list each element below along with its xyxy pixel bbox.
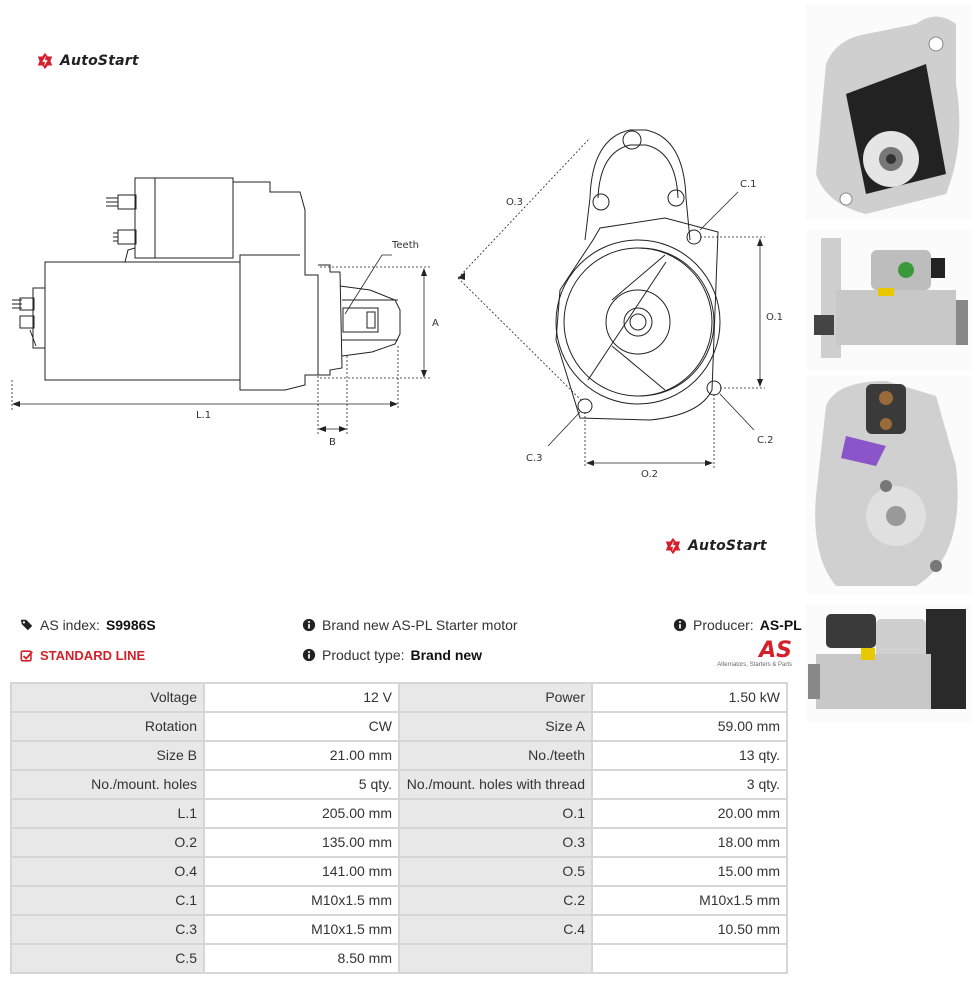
info-icon	[302, 648, 316, 662]
spec-label: L.1	[10, 798, 205, 829]
spec-label: Size B	[10, 740, 205, 771]
spec-value: 1.50 kW	[591, 682, 788, 713]
product-photo-3[interactable]	[806, 376, 972, 594]
spec-value: 15.00 mm	[591, 856, 788, 887]
spec-value: 21.00 mm	[203, 740, 400, 771]
product-description: Brand new AS-PL Starter motor	[302, 617, 518, 633]
spec-value: M10x1.5 mm	[203, 914, 400, 945]
spec-label: O.3	[398, 827, 593, 858]
spec-label: O.4	[10, 856, 205, 887]
product-photo-1[interactable]	[806, 4, 972, 220]
spec-label: Power	[398, 682, 593, 713]
producer-label: Producer:	[693, 617, 754, 633]
spec-label: C.2	[398, 885, 593, 916]
label-c1: C.1	[740, 179, 757, 190]
label-a: A	[432, 318, 439, 329]
spec-label: No./teeth	[398, 740, 593, 771]
producer: Producer: AS-PL	[673, 617, 802, 633]
product-type-label: Product type:	[322, 647, 405, 663]
brand-logo-bottom: AutoStart	[664, 537, 767, 555]
spec-label: Voltage	[10, 682, 205, 713]
spec-value: 8.50 mm	[203, 943, 400, 974]
spec-label: C.1	[10, 885, 205, 916]
label-l1: L.1	[196, 410, 211, 421]
spec-value: CW	[203, 711, 400, 742]
label-c3: C.3	[526, 453, 543, 464]
brand-logo-icon	[37, 52, 53, 70]
producer-logo-tagline: Alternators, Starters & Parts	[717, 662, 792, 668]
spec-value: 141.00 mm	[203, 856, 400, 887]
product-type: Product type: Brand new	[302, 647, 482, 663]
standard-line-text: STANDARD LINE	[40, 648, 146, 663]
standard-line-badge: STANDARD LINE	[20, 648, 145, 663]
spec-value: 3 qty.	[591, 769, 788, 800]
label-teeth: Teeth	[391, 240, 419, 251]
label-o3: O.3	[506, 197, 523, 208]
spec-label: O.1	[398, 798, 593, 829]
spec-value: 20.00 mm	[591, 798, 788, 829]
product-type-value: Brand new	[410, 647, 483, 663]
producer-value: AS-PL	[759, 617, 802, 633]
spec-value: 12 V	[203, 682, 400, 713]
as-index-value: S9986S	[105, 617, 156, 633]
spec-label: Rotation	[10, 711, 205, 742]
spec-label: Size A	[398, 711, 593, 742]
technical-drawing: Teeth A L.1 B	[11, 129, 783, 480]
spec-label: C.3	[10, 914, 205, 945]
spec-label	[398, 943, 593, 974]
spec-label: O.2	[10, 827, 205, 858]
spec-value: 5 qty.	[203, 769, 400, 800]
spec-label: C.4	[398, 914, 593, 945]
spec-label: C.5	[10, 943, 205, 974]
label-c2: C.2	[757, 435, 774, 446]
product-photo-4[interactable]	[806, 604, 972, 722]
product-photo-2[interactable]	[806, 230, 972, 370]
label-b: B	[329, 437, 336, 448]
spec-value: 13 qty.	[591, 740, 788, 771]
spec-value	[591, 943, 788, 974]
producer-logo-mark: AS	[759, 638, 792, 663]
as-index: AS index: S9986S	[20, 617, 156, 633]
spec-label: O.5	[398, 856, 593, 887]
spec-value: M10x1.5 mm	[203, 885, 400, 916]
info-icon	[673, 618, 687, 632]
brand-logo-top: AutoStart	[36, 52, 139, 70]
producer-logo: AS Alternators, Starters & Parts	[704, 640, 792, 672]
spec-value: 205.00 mm	[203, 798, 400, 829]
spec-value: 59.00 mm	[591, 711, 788, 742]
spec-label: No./mount. holes with thread	[398, 769, 593, 800]
spec-value: 18.00 mm	[591, 827, 788, 858]
checkbox-checked-icon	[20, 649, 33, 662]
brand-logo-icon	[665, 537, 681, 555]
spec-value: 135.00 mm	[203, 827, 400, 858]
spec-value: 10.50 mm	[591, 914, 788, 945]
info-icon	[302, 618, 316, 632]
brand-logo-text: AutoStart	[60, 53, 139, 69]
spec-value: M10x1.5 mm	[591, 885, 788, 916]
spec-label: No./mount. holes	[10, 769, 205, 800]
brand-logo-text: AutoStart	[688, 538, 767, 554]
as-index-label: AS index:	[40, 617, 100, 633]
label-o2: O.2	[641, 469, 658, 480]
description-text: Brand new AS-PL Starter motor	[322, 617, 518, 633]
label-o1: O.1	[766, 312, 783, 323]
tags-icon	[20, 619, 33, 631]
